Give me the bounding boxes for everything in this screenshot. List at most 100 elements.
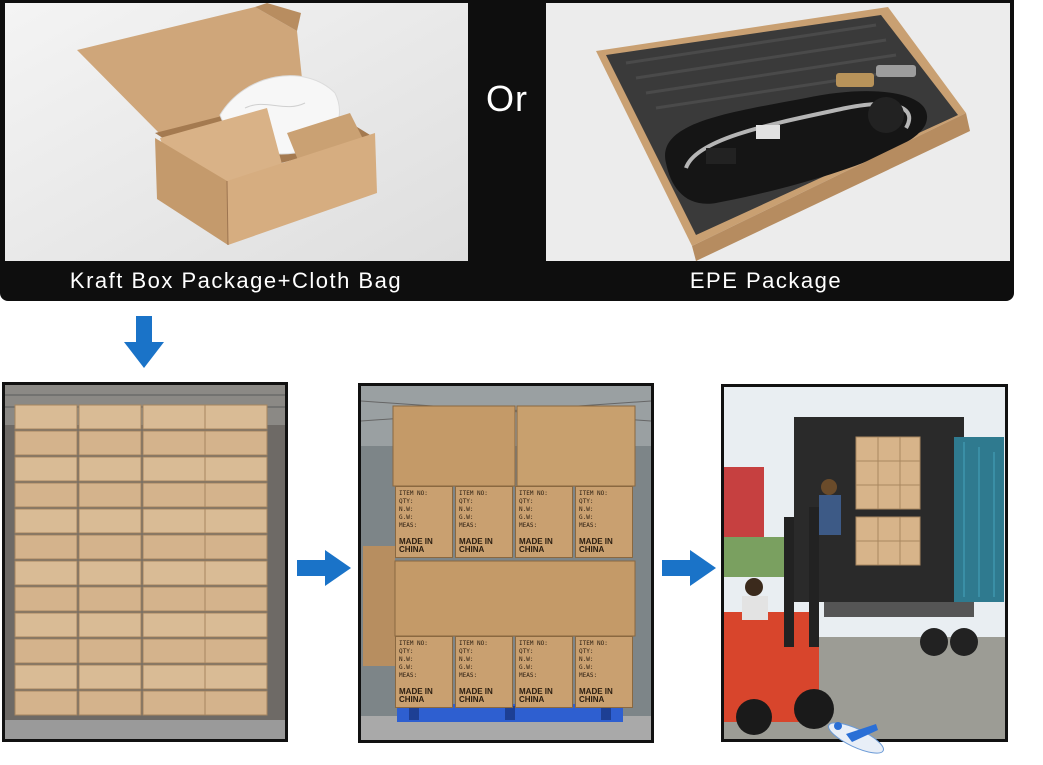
carton bbox=[204, 612, 268, 638]
carton-label-line: QTY: bbox=[459, 648, 474, 655]
carton-label-line: MEAS: bbox=[579, 672, 598, 679]
carton-label-line: ITEM NO: bbox=[519, 490, 548, 497]
airplane-icon bbox=[826, 716, 896, 765]
carton-label-line: N.W: bbox=[399, 656, 414, 663]
carton-label-line: QTY: bbox=[399, 648, 414, 655]
carton-label-line: MEAS: bbox=[519, 522, 538, 529]
carton-label: ITEM NO:QTY:N.W:G.W:MEAS: MADE IN CHINA bbox=[455, 486, 513, 558]
carton bbox=[78, 508, 142, 534]
carton bbox=[142, 690, 206, 716]
carton-label-line: MEAS: bbox=[399, 522, 418, 529]
carton bbox=[78, 586, 142, 612]
carton bbox=[142, 534, 206, 560]
carton-label-line: G.W: bbox=[459, 514, 474, 521]
carton-label-line: ITEM NO: bbox=[459, 490, 488, 497]
carton bbox=[78, 534, 142, 560]
made-in-label: MADE IN CHINA bbox=[519, 537, 553, 554]
carton-label-line: ITEM NO: bbox=[519, 640, 548, 647]
carton bbox=[204, 560, 268, 586]
carton bbox=[142, 508, 206, 534]
carton bbox=[78, 456, 142, 482]
stacked-cartons-photo bbox=[2, 382, 288, 742]
epe-caption: EPE Package bbox=[689, 268, 843, 293]
carton bbox=[14, 690, 78, 716]
carton bbox=[204, 690, 268, 716]
carton bbox=[142, 612, 206, 638]
carton bbox=[78, 560, 142, 586]
carton-label-line: QTY: bbox=[579, 648, 594, 655]
carton-label-line: MEAS: bbox=[579, 522, 598, 529]
kraft-box-photo bbox=[5, 3, 468, 261]
carton-label-line: QTY: bbox=[579, 498, 594, 505]
carton bbox=[78, 638, 142, 664]
carton bbox=[14, 560, 78, 586]
carton bbox=[142, 404, 206, 430]
carton bbox=[204, 534, 268, 560]
carton bbox=[142, 430, 206, 456]
carton-label-line: N.W: bbox=[399, 506, 414, 513]
carton bbox=[14, 586, 78, 612]
carton-label-line: N.W: bbox=[459, 656, 474, 663]
carton-label-line: MEAS: bbox=[399, 672, 418, 679]
made-in-label: MADE IN CHINA bbox=[519, 687, 553, 704]
carton bbox=[78, 612, 142, 638]
carton bbox=[14, 508, 78, 534]
carton-label: ITEM NO:QTY:N.W:G.W:MEAS:MADE IN CHINA bbox=[455, 636, 513, 708]
carton bbox=[78, 404, 142, 430]
epe-package-photo bbox=[546, 3, 1010, 261]
carton-label-line: ITEM NO: bbox=[399, 490, 428, 497]
carton-label-line: G.W: bbox=[579, 514, 594, 521]
arrow-down-icon bbox=[124, 316, 164, 375]
carton bbox=[14, 430, 78, 456]
carton-label-line: QTY: bbox=[519, 648, 534, 655]
carton-label-line: ITEM NO: bbox=[579, 490, 608, 497]
carton-label-line: ITEM NO: bbox=[399, 640, 428, 647]
carton-label-line: MEAS: bbox=[459, 672, 478, 679]
carton-label: ITEM NO:QTY:N.W:G.W:MEAS: MADE IN CHINA bbox=[395, 636, 453, 708]
carton-label-line: G.W: bbox=[399, 664, 414, 671]
carton bbox=[204, 404, 268, 430]
arrow-right-icon bbox=[662, 550, 716, 591]
carton bbox=[204, 586, 268, 612]
carton bbox=[14, 534, 78, 560]
carton bbox=[142, 586, 206, 612]
carton-label-line: G.W: bbox=[459, 664, 474, 671]
carton-label-line: QTY: bbox=[459, 498, 474, 505]
made-in-label: MADE IN CHINA bbox=[459, 687, 493, 704]
carton-label-line: N.W: bbox=[519, 506, 534, 513]
carton bbox=[14, 456, 78, 482]
made-in-label: MADE IN CHINA bbox=[399, 687, 433, 704]
carton-label-line: G.W: bbox=[519, 514, 534, 521]
container-loading-photo bbox=[721, 384, 1008, 742]
carton-label-line: G.W: bbox=[579, 664, 594, 671]
carton bbox=[14, 664, 78, 690]
carton bbox=[78, 664, 142, 690]
carton bbox=[14, 612, 78, 638]
carton bbox=[204, 456, 268, 482]
carton bbox=[142, 482, 206, 508]
made-in-label: MADE IN CHINA bbox=[579, 537, 613, 554]
carton bbox=[142, 456, 206, 482]
carton-label: ITEM NO:QTY:N.W:G.W:MEAS: MADE IN CHINA bbox=[575, 486, 633, 558]
carton bbox=[142, 664, 206, 690]
carton-label: ITEM NO:QTY:N.W:G.W:MEAS: MADE IN CHINA bbox=[515, 486, 573, 558]
carton-label: ITEM NO:QTY:N.W:G.W:MEAS:MADE IN CHINA bbox=[395, 486, 453, 558]
carton bbox=[14, 638, 78, 664]
carton-label-line: N.W: bbox=[459, 506, 474, 513]
carton-label-line: N.W: bbox=[519, 656, 534, 663]
carton bbox=[142, 560, 206, 586]
carton bbox=[78, 690, 142, 716]
carton bbox=[78, 430, 142, 456]
carton-label-line: N.W: bbox=[579, 506, 594, 513]
carton-label-line: QTY: bbox=[519, 498, 534, 505]
carton bbox=[204, 508, 268, 534]
carton-label-line: MEAS: bbox=[519, 672, 538, 679]
made-in-label: MADE IN CHINA bbox=[459, 537, 493, 554]
carton-label-line: ITEM NO: bbox=[579, 640, 608, 647]
carton-label-line: MEAS: bbox=[459, 522, 478, 529]
carton bbox=[204, 482, 268, 508]
made-in-label: MADE IN CHINA bbox=[399, 537, 433, 554]
carton-label-line: G.W: bbox=[519, 664, 534, 671]
carton-label-line: G.W: bbox=[399, 514, 414, 521]
